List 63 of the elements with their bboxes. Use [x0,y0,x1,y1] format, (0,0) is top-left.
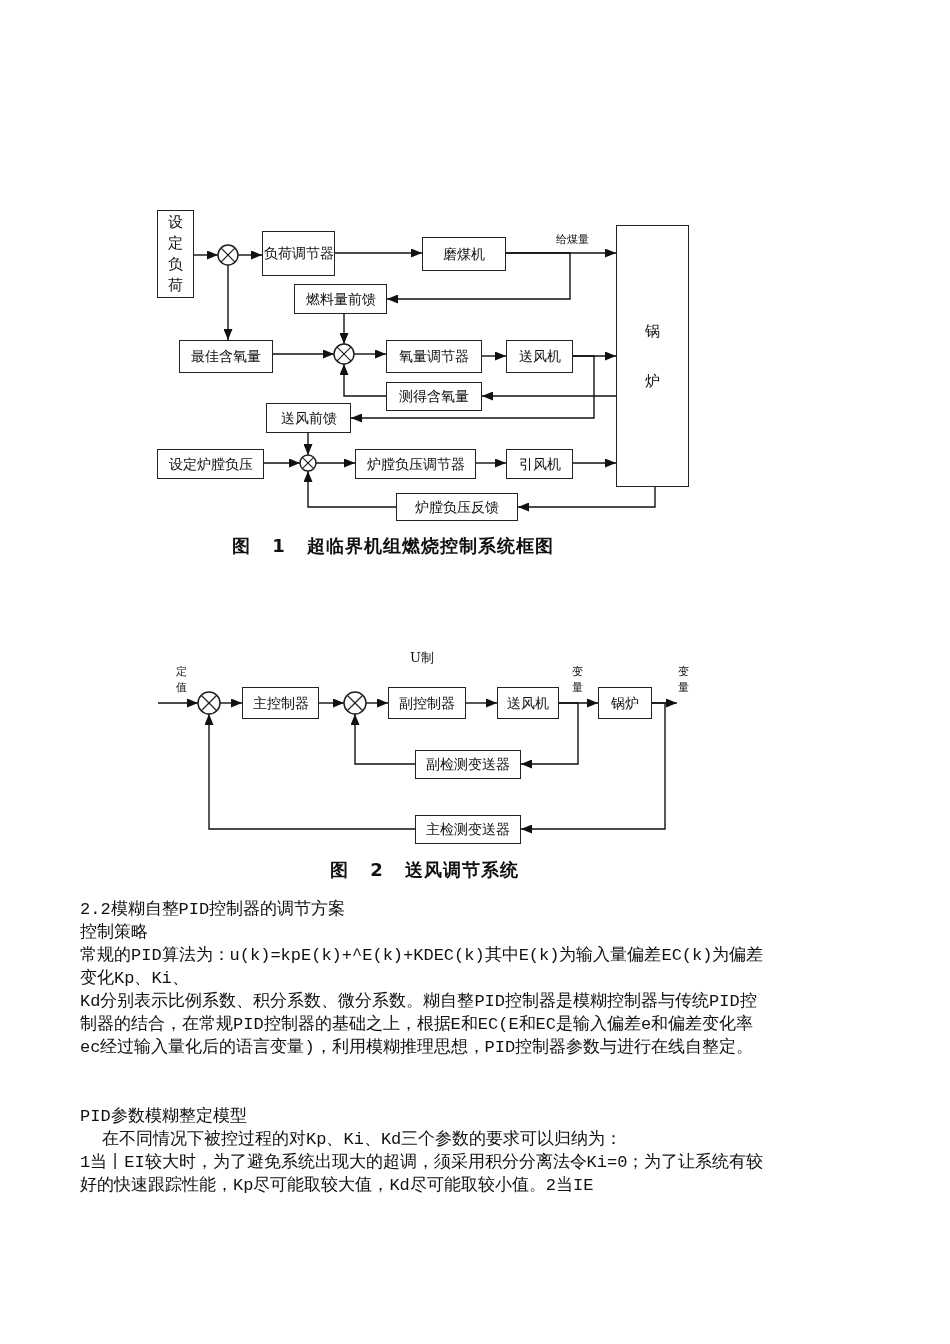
arrow [157,698,199,708]
arrow [318,698,345,708]
process-box: 引风机 [506,449,573,479]
arrow [303,432,313,456]
summing-junction [197,691,221,715]
arrow [481,391,617,401]
paragraph: 1当丨EI较大时，为了避免系统出现大的超调，须采用积分分离法令Ki=0；为了让系统有较好的快速跟踪性能，Kp尽可能取较大值，Kd尽可能取较小值。2当IE [80,1151,765,1197]
input-box: 设定负荷 [157,210,194,298]
arrow [223,264,233,341]
arrow [386,252,571,304]
arrow [204,713,416,830]
signal-label: U制 [410,649,434,667]
arrow [520,702,666,834]
figure-caption: 图 1 超临界机组燃烧控制系统框图 [232,534,555,558]
arrow [193,250,219,260]
arrow [350,713,416,765]
process-box: 磨煤机 [422,237,506,271]
arrow [334,248,423,258]
summing-junction [343,691,367,715]
arrow [303,470,397,508]
arrow [465,698,498,708]
arrow [481,351,507,361]
plant-box: 锅炉 [616,225,689,487]
arrow [263,458,301,468]
arrow [339,363,387,397]
process-box: 测得含氧量 [386,382,482,411]
process-box: 炉膛负压调节器 [355,449,476,479]
signal-label: 变量 [677,662,689,708]
arrow [339,313,349,345]
process-box: 负荷调节器 [262,231,335,276]
process-box: 锅炉 [598,687,652,719]
process-box: 送风前馈 [266,403,351,433]
process-box: 最佳含氧量 [179,340,273,373]
process-box: 燃料量前馈 [294,284,387,314]
process-box: 送风机 [506,340,573,373]
arrow [520,702,579,769]
process-box: 副检测变送器 [415,750,521,779]
edge-label: 给煤量 [555,232,590,247]
summing-junction [333,343,355,365]
summing-junction [299,454,317,472]
process-box: 设定炉膛负压 [157,449,264,479]
heading: 控制策略 [80,922,149,944]
arrow [475,458,507,468]
heading: PID参数模糊整定模型 [80,1105,248,1128]
paragraph: 常规的PID算法为：u(k)=kpE(k)+^E(k)+KDEC(k)其中E(k)为输入量偏差EC(k)为偏差变化Kp、Ki、 [80,945,765,990]
process-box: 送风机 [497,687,559,719]
paragraph: 在不同情况下被控过程的对Kp、Ki、Kd三个参数的要求可以归纳为： [101,1129,624,1151]
process-box: 氧量调节器 [386,340,482,373]
heading: 2.2模糊自整PID控制器的调节方案 [80,898,347,921]
process-box: 主检测变送器 [415,815,521,844]
signal-label: 定值 [176,664,188,696]
arrow [272,349,335,359]
summing-junction [217,244,239,266]
process-box: 主控制器 [242,687,319,719]
arrow [517,486,656,512]
signal-label: 变量 [572,664,584,696]
process-box: 副控制器 [388,687,466,719]
process-box: 炉膛负压反馈 [396,493,518,521]
figure-caption: 图 2 送风调节系统 [330,858,520,882]
arrow [572,458,617,468]
arrow [350,355,595,423]
arrow [315,458,356,468]
paragraph: Kd分别表示比例系数、积分系数、微分系数。糊自整PID控制器是模糊控制器与传统PID控制器的结合，在常规PID控制器的基础之上，根据E和EC(E和EC是输入偏差e和偏差变化率ec经过输入量化后的语言变量)，利用模糊推理思想，PID控制器参数与进行在线自整定。 [80,990,758,1059]
